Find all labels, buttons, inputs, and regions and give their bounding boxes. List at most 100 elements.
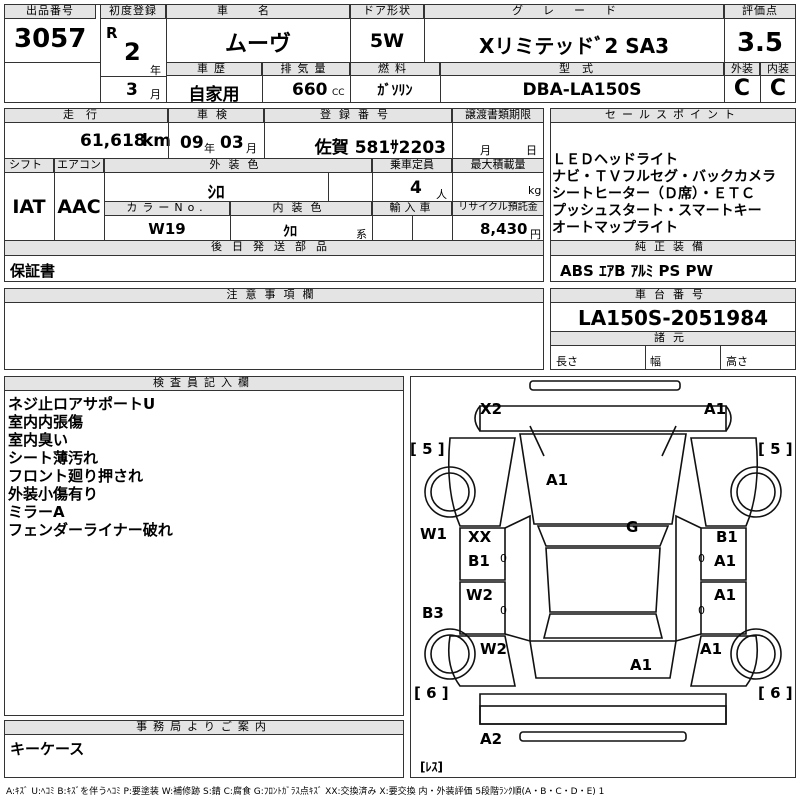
shift-label: シフト <box>4 158 54 173</box>
right-front-door <box>700 527 747 581</box>
era-letter: R <box>106 24 118 42</box>
divider <box>760 62 761 103</box>
wheel-rl <box>424 628 476 680</box>
first-reg-month: 3 <box>126 80 138 100</box>
damage-a1-right-rear-door: A1 <box>714 586 737 604</box>
color-no-label: カラーNo. <box>104 201 230 216</box>
tire-depth-mark: 0 <box>698 604 705 617</box>
inspection-month-unit: 月 <box>246 142 257 155</box>
int-color-value: ｸﾛ <box>283 224 297 240</box>
exterior-value: C <box>733 76 751 101</box>
ac-value: AAC <box>57 196 101 218</box>
divider <box>452 108 453 158</box>
rear-outline <box>479 693 727 725</box>
inspection-month: 03 <box>220 133 244 153</box>
windshield <box>536 525 670 547</box>
plate-value: 佐賀 581ｻ2203 <box>314 138 446 158</box>
notes-label: 注意事項欄 <box>4 288 544 303</box>
inspection-label: 車検 <box>168 108 264 123</box>
divider <box>350 4 351 62</box>
sales-line: オートマップライト <box>552 220 678 236</box>
capacity-unit: 人 <box>436 188 447 201</box>
displacement-value: 660 <box>292 80 328 100</box>
right-front-fender <box>690 437 758 527</box>
sales-line: ナビ・ＴＶフルセグ・バックカメラ <box>552 169 776 185</box>
score-value: 3.5 <box>736 28 784 58</box>
fuel-label: 燃料 <box>350 62 440 76</box>
ac-label: エアコン <box>54 158 104 173</box>
divider <box>230 201 231 240</box>
later-value: 保証書 <box>10 262 56 280</box>
month-unit: 月 <box>150 88 161 101</box>
sales-label: セールスポイント <box>550 108 796 123</box>
damage-a1-right-door: A1 <box>714 552 737 570</box>
model-value: DBA-LA150S <box>522 80 642 100</box>
damage-a1-front-right: A1 <box>704 400 727 418</box>
chassis-value: LA150S-2051984 <box>577 306 769 330</box>
recycle-unit: 円 <box>530 228 541 241</box>
spec-label: 諸元 <box>550 331 796 346</box>
genuine-value: ABS ｴｱB ｱﾙﾐ PS PW <box>560 262 714 280</box>
damage-w1: W1 <box>420 525 447 543</box>
car-diagram <box>424 380 782 742</box>
mileage-unit: km <box>142 131 172 151</box>
inspector-line: ミラーA <box>8 503 65 521</box>
exterior-label: 外装 <box>724 62 760 76</box>
sales-line: シートヒーター（Ｄ席）・ＥＴＣ <box>552 186 755 202</box>
capacity-label: 乗車定員 <box>372 158 452 173</box>
lot-value: 3057 <box>14 24 87 54</box>
ext-color-label: 外装色 <box>104 158 372 173</box>
model-label: 型式 <box>440 62 724 76</box>
divider <box>645 346 646 370</box>
front-bumper <box>529 380 681 391</box>
inspection-year: 09 <box>180 133 204 153</box>
divider <box>452 158 453 240</box>
recycle-label: リサイクル預託金 <box>452 201 544 216</box>
fuel-value: ｶﾞｿﾘﾝ <box>377 83 413 99</box>
chassis-label: 車台番号 <box>550 288 796 303</box>
door-label: ドア形状 <box>350 4 424 19</box>
inspector-line: フェンダーライナー破れ <box>8 521 173 539</box>
grade-label: グレード <box>424 4 724 19</box>
tire-depth-mark: 0 <box>698 552 705 565</box>
left-front-door <box>459 527 506 581</box>
genuine-label: 純正装備 <box>550 240 796 256</box>
damage-a2: A2 <box>480 730 503 748</box>
damage-g: G <box>626 518 639 536</box>
damage-b1-left: B1 <box>468 552 490 570</box>
damage-w2-left: W2 <box>466 586 493 604</box>
load-label: 最大積載量 <box>452 158 544 173</box>
car-name-label: 車名 <box>166 4 350 19</box>
inspector-line: フロント廻り押され <box>8 467 144 485</box>
displacement-label: 排気量 <box>262 62 350 76</box>
history-label: 車歴 <box>166 62 262 76</box>
wheel-fr <box>730 466 782 518</box>
ext-color-value: ｼﾛ <box>207 183 225 203</box>
hood <box>519 433 687 525</box>
divider <box>264 108 265 158</box>
width-label: 幅 <box>650 355 661 368</box>
lot-label: 出品番号 <box>4 4 96 19</box>
divider <box>168 108 169 158</box>
plate-label: 登録番号 <box>264 108 452 123</box>
int-color-unit: 系 <box>356 228 367 241</box>
car-diagram-frame <box>410 376 796 778</box>
damage-x2: X2 <box>480 400 503 418</box>
tailgate <box>529 640 677 679</box>
damage-a1-right-rear: A1 <box>700 640 723 658</box>
interior-value: C <box>769 76 787 101</box>
divider <box>372 158 373 240</box>
inspector-line: 室内臭い <box>8 431 69 449</box>
roof <box>545 547 661 613</box>
sales-line: ＬＥＤヘッドライト <box>552 152 678 168</box>
tire-bracket-rl: [ 6 ] <box>414 684 449 702</box>
year-unit: 年 <box>150 64 161 77</box>
divider <box>350 62 351 103</box>
inspector-label: 検査員記入欄 <box>4 376 404 391</box>
left-front-fender <box>448 437 516 527</box>
wheel-rr <box>730 628 782 680</box>
color-no-value: W19 <box>148 220 186 238</box>
tire-bracket-fr: [ 5 ] <box>758 440 793 458</box>
recycle-value: 8,430 <box>480 220 528 238</box>
import-label: 輸入車 <box>372 201 452 216</box>
